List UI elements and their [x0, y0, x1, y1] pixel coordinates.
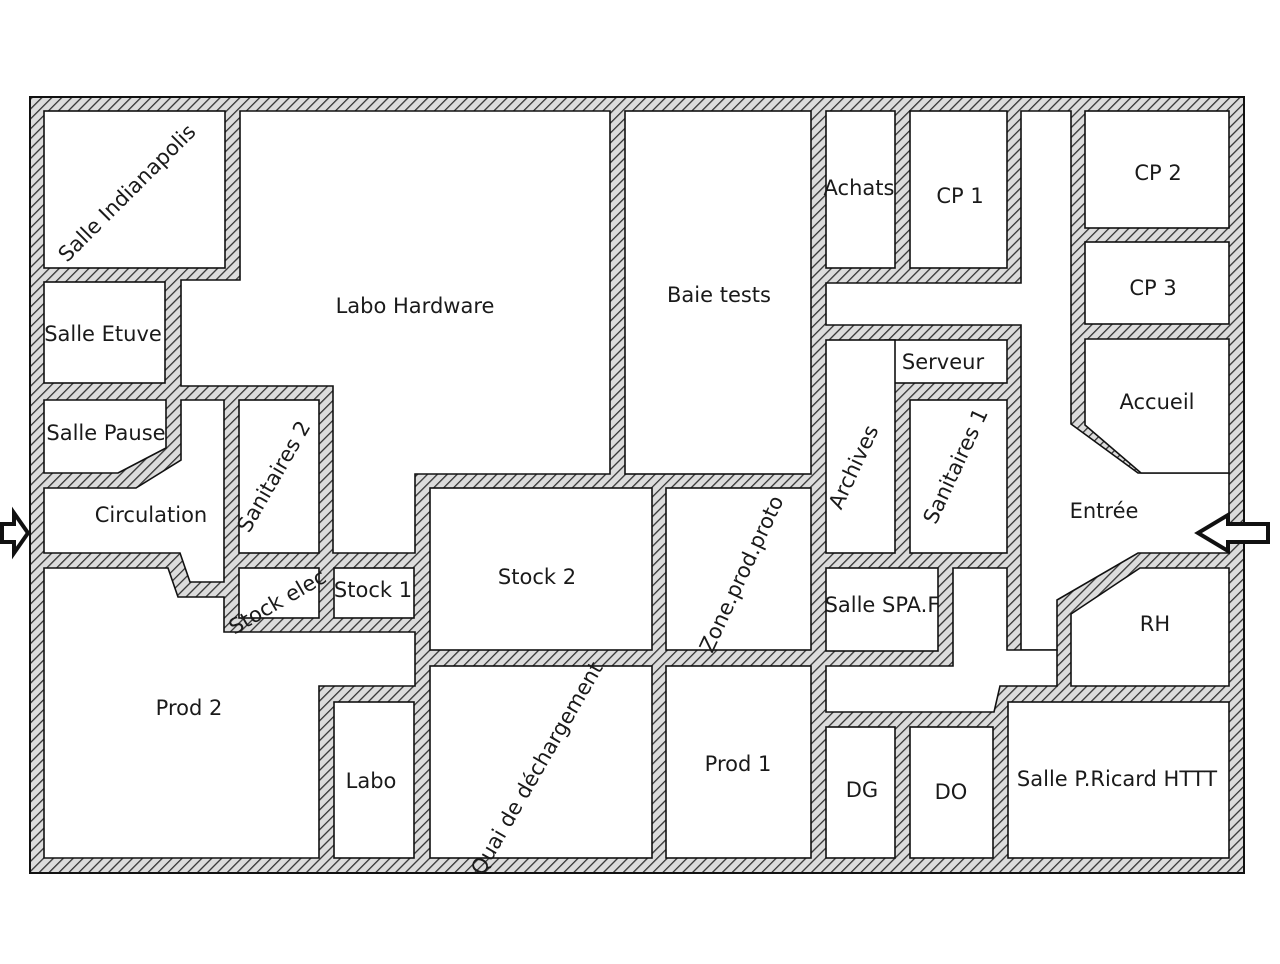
room-salle-pricard — [1007, 701, 1230, 859]
room-prod2 — [43, 567, 416, 859]
label-serveur: Serveur — [902, 350, 985, 374]
room-zone-prod-proto — [665, 487, 812, 651]
label-stock2: Stock 2 — [498, 565, 576, 589]
room-do — [909, 726, 994, 859]
label-entree: Entrée — [1070, 499, 1139, 523]
label-stock1: Stock 1 — [334, 578, 412, 602]
label-baie-tests: Baie tests — [667, 283, 771, 307]
room-quai-dechargement — [429, 665, 653, 859]
room-stock2 — [429, 487, 653, 651]
room-labo-hardware — [180, 110, 611, 554]
label-labo-hardware: Labo Hardware — [336, 294, 495, 318]
label-circulation: Circulation — [95, 503, 207, 527]
room-cp2 — [1084, 110, 1230, 229]
label-cp2: CP 2 — [1134, 161, 1181, 185]
room-cp3 — [1084, 241, 1230, 325]
room-baie-tests — [624, 110, 812, 475]
label-achats: Achats — [824, 176, 895, 200]
room-labo — [333, 701, 415, 859]
label-labo: Labo — [346, 769, 397, 793]
room-accueil — [1084, 338, 1230, 474]
label-accueil: Accueil — [1120, 390, 1195, 414]
entrance-arrow-right-icon — [0, 506, 31, 560]
label-salle-spaf: Salle SPA.F — [825, 593, 940, 617]
room-circulation — [43, 399, 225, 583]
label-do: DO — [935, 780, 968, 804]
room-archives — [825, 339, 896, 554]
label-cp3: CP 3 — [1129, 276, 1176, 300]
room-salle-etuve — [43, 281, 166, 384]
room-stock1 — [333, 567, 415, 619]
room-sanitaires1 — [909, 399, 1008, 554]
room-rh — [1070, 567, 1230, 687]
label-rh: RH — [1140, 612, 1170, 636]
room-corridor-bottom-right — [825, 567, 1058, 713]
room-dg — [825, 726, 896, 859]
room-cp1 — [909, 110, 1008, 269]
label-cp1: CP 1 — [936, 184, 983, 208]
rooms-layer — [43, 110, 1230, 859]
room-salle-spaf — [825, 567, 939, 652]
label-dg: DG — [846, 778, 878, 802]
label-salle-pricard: Salle P.Ricard HTTT — [1017, 767, 1217, 791]
label-prod2: Prod 2 — [156, 696, 223, 720]
room-serveur — [884, 339, 1008, 384]
room-salle-indianapolis — [43, 110, 226, 269]
room-achats — [825, 110, 896, 269]
entrance-arrow-left-icon — [1194, 511, 1270, 555]
label-prod1: Prod 1 — [705, 752, 772, 776]
room-prod1 — [665, 665, 812, 859]
room-stock-elec — [238, 567, 320, 619]
room-sanitaires2 — [238, 399, 320, 554]
label-salle-etuve: Salle Etuve — [44, 322, 162, 346]
label-salle-pause: Salle Pause — [46, 421, 165, 445]
room-salle-pause — [43, 399, 167, 474]
